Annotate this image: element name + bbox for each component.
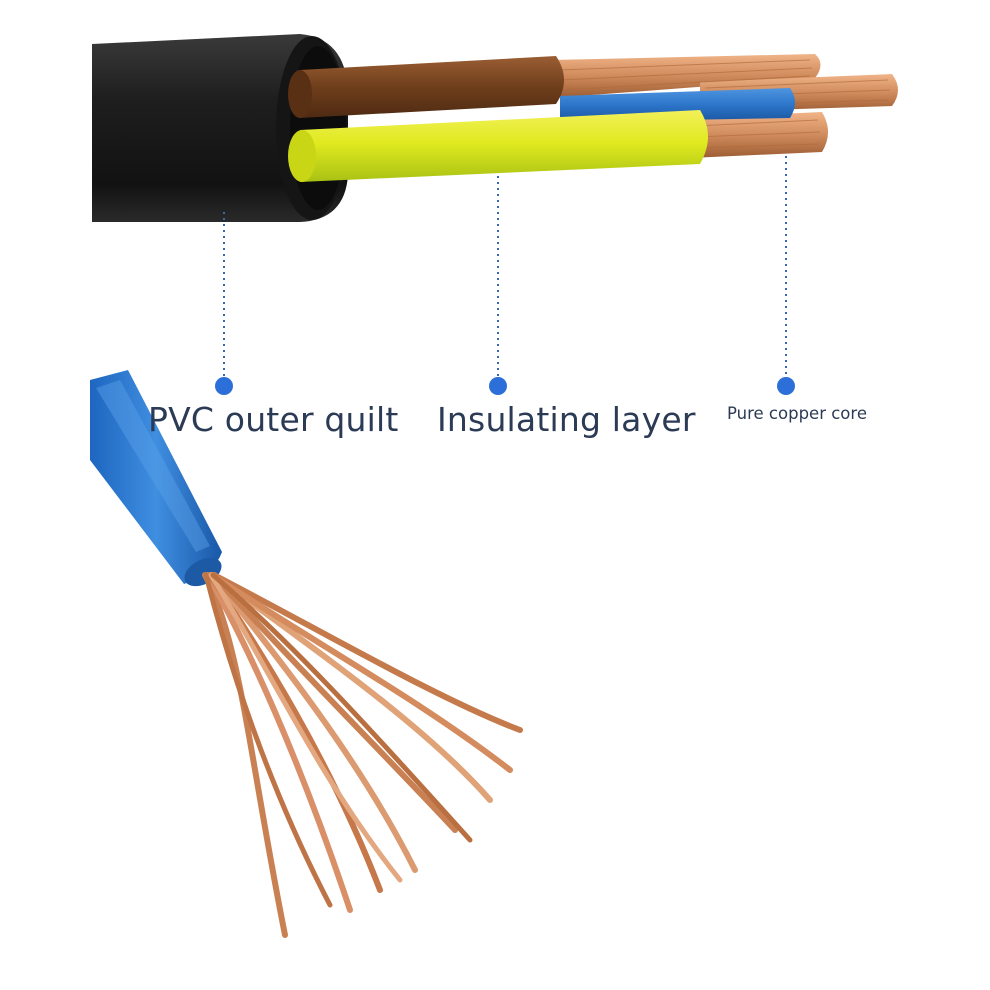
pvc-jacket (92, 34, 348, 222)
pvc-outer-quilt-label: PVC outer quilt (148, 400, 399, 439)
yellow-green-insulation (288, 110, 708, 182)
pure-copper-core-label: Pure copper core (727, 404, 867, 423)
insulating-layer-label: Insulating layer (437, 400, 696, 439)
copper-strands-fanned (202, 572, 523, 938)
leader-lines (223, 156, 787, 378)
blue-insulation (560, 88, 795, 122)
pvc-marker-dot (215, 377, 233, 395)
copper-marker-dot (777, 377, 795, 395)
insulating-marker-dot (489, 377, 507, 395)
copper-strands-top (552, 54, 898, 158)
brown-insulation (288, 56, 564, 118)
